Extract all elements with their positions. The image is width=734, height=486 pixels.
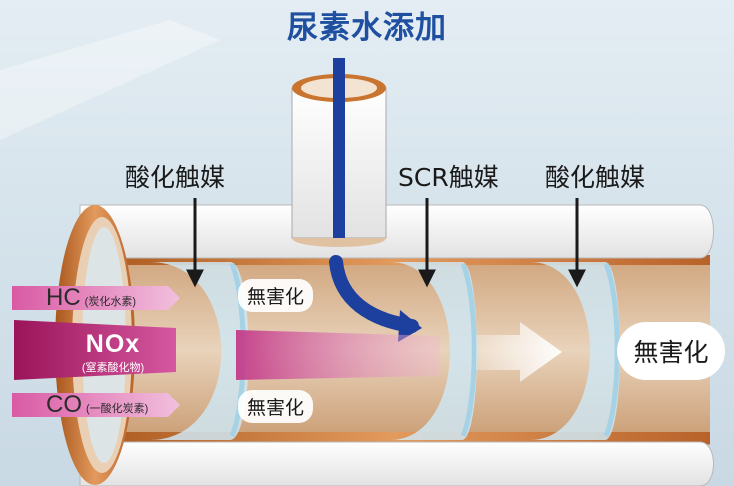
- harmless-label-lower: 無害化: [238, 390, 314, 423]
- urea-injector-bottom-rim: [292, 238, 386, 247]
- scr-catalyst-edge: [460, 263, 477, 437]
- urea-spray-arrow: [329, 255, 419, 333]
- output-harmless-label: 無害化: [617, 322, 725, 380]
- hc-name: (炭化水素): [84, 296, 136, 308]
- pipe-top-wall: [79, 204, 714, 259]
- scr-catalyst-label: SCR触媒: [398, 163, 499, 192]
- hc-symbol: HC: [46, 284, 81, 311]
- clean-flow-arrow: [476, 322, 562, 382]
- nox-name: (窒素酸化物): [81, 362, 145, 374]
- oxidation-catalyst-1-label: 酸化触媒: [125, 163, 226, 192]
- co-name: (一酸化炭素): [86, 403, 149, 415]
- oxidation-catalyst-2-disc: [530, 262, 620, 440]
- hc-label: HC(炭化水素): [46, 284, 136, 312]
- background-light-streak: [0, 20, 220, 140]
- co-label: CO (一酸化炭素): [46, 391, 148, 419]
- diagram-title: 尿素水添加: [287, 10, 447, 46]
- nox-label: NOx (窒素酸化物): [58, 330, 168, 375]
- nox-flow-arrow: [14, 320, 176, 380]
- hc-flow-arrow: [12, 286, 180, 310]
- harmless-label-upper: 無害化: [238, 279, 314, 312]
- urea-line: [333, 58, 345, 238]
- nox-symbol: NOx: [85, 330, 141, 358]
- co-flow-arrow: [12, 393, 180, 417]
- pipe-top-inner-band: [80, 255, 710, 265]
- pipe-bottom-wall: [79, 441, 714, 486]
- co-symbol: CO: [46, 391, 82, 418]
- nox-flow-continuation: [236, 330, 440, 380]
- urea-spray-arrowhead: [398, 310, 422, 342]
- scr-catalyst-disc: [390, 262, 477, 440]
- oxidation-catalyst-1-disc: [150, 262, 249, 440]
- oxidation-catalyst-2-label: 酸化触媒: [545, 163, 646, 192]
